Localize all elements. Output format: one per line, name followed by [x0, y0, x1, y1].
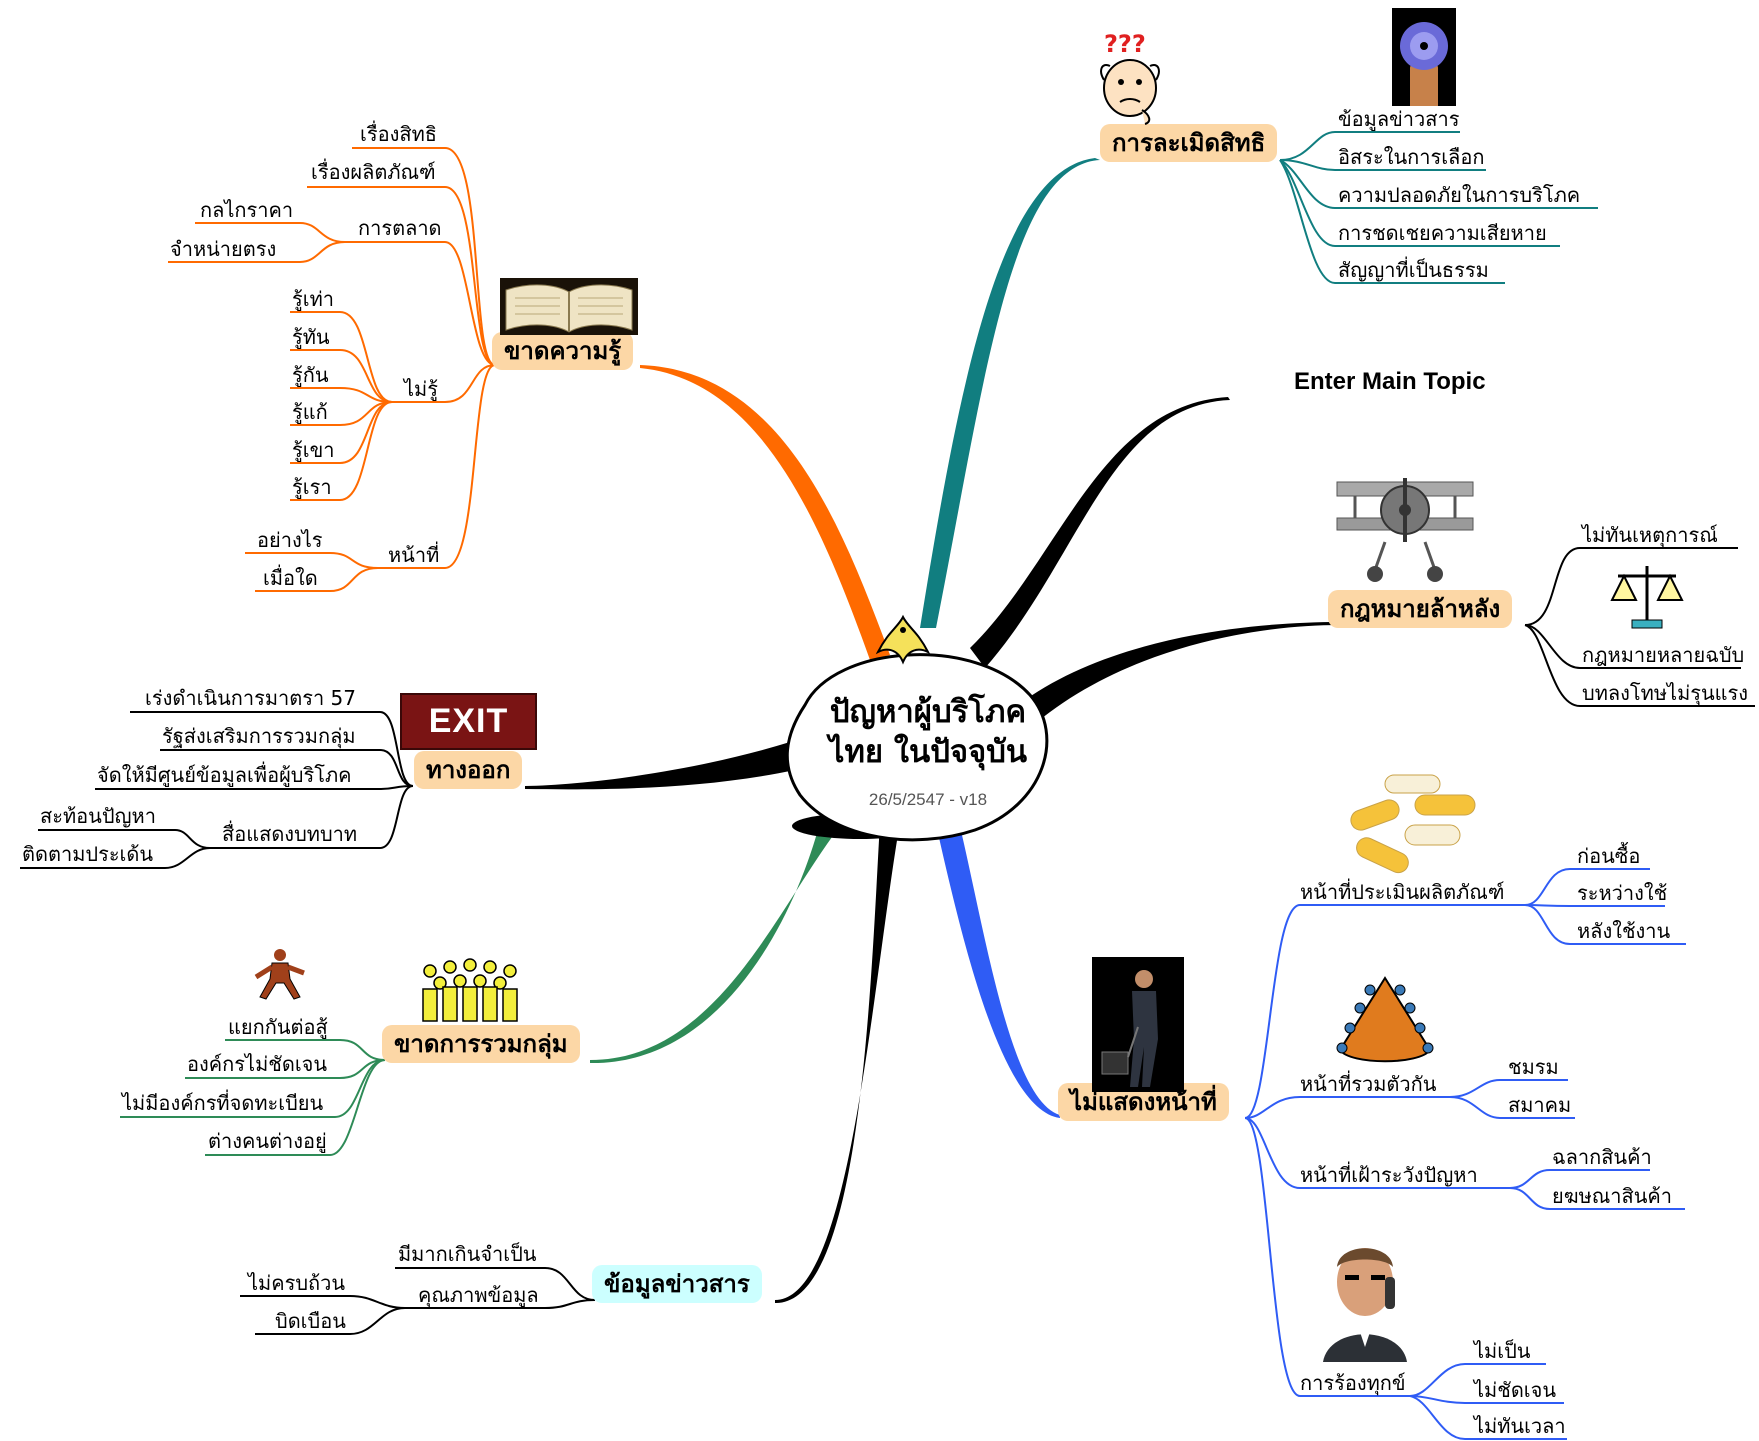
subtopic-gather-club[interactable]: ชมรม — [1508, 1055, 1559, 1079]
subtopic-knowledge-unknown[interactable]: ไม่รู้ — [404, 377, 438, 401]
subtopic-knowledge-rights[interactable]: เรื่องสิทธิ — [360, 122, 437, 146]
subtopic-complain-unclear[interactable]: ไม่ชัดเจน — [1474, 1378, 1557, 1402]
subtopic-violation-info[interactable]: ข้อมูลข่าวสาร — [1338, 107, 1460, 131]
subtopic-violation-contract[interactable]: สัญญาที่เป็นธรรม — [1338, 258, 1489, 282]
biplane-icon — [1336, 478, 1474, 582]
subtopic-watch-label[interactable]: ฉลากสินค้า — [1552, 1145, 1652, 1169]
crowd-icon — [422, 958, 518, 1022]
justice-scale-icon — [1610, 566, 1684, 629]
branch-law — [1025, 622, 1340, 728]
subtopic-group-unclear[interactable]: องค์กรไม่ชัดเจน — [187, 1052, 328, 1076]
subtopic-knowledge-products[interactable]: เรื่องผลิตภัณฑ์ — [311, 160, 436, 184]
businessman-walking-icon — [1092, 957, 1184, 1092]
branch-knowledge — [640, 365, 890, 660]
subtopic-law-outdated[interactable]: ไม่ทันเหตุการณ์ — [1582, 523, 1718, 547]
subtopic-assess-before[interactable]: ก่อนซื้อ — [1577, 844, 1641, 868]
subtopic-complain-late[interactable]: ไม่ทันเวลา — [1474, 1414, 1566, 1438]
exit-sign-icon: EXIT — [400, 693, 537, 750]
subtopic-info-quality[interactable]: คุณภาพข้อมูล — [418, 1283, 539, 1307]
center-subtitle: 26/5/2547 - v18 — [868, 790, 988, 809]
subtopic-unknown-2[interactable]: รู้ทัน — [292, 325, 330, 349]
bird-icon — [875, 614, 931, 665]
subtopic-gather-association[interactable]: สมาคม — [1508, 1093, 1572, 1117]
subtopic-group-apart[interactable]: ต่างคนต่างอยู่ — [208, 1129, 327, 1153]
topic-exit[interactable]: ทางออก — [414, 751, 523, 789]
subtopic-duty-watch[interactable]: หน้าที่เฝ้าระวังปัญหา — [1300, 1163, 1478, 1187]
topic-enter-main[interactable]: Enter Main Topic — [1294, 368, 1486, 395]
subtopic-watch-advert[interactable]: ยฆษณาสินค้า — [1552, 1184, 1673, 1208]
subtopic-complain-unable[interactable]: ไม่เป็น — [1474, 1339, 1531, 1363]
fighter-icon — [254, 949, 305, 1000]
subtopic-exit-state[interactable]: รัฐส่งเสริมการรวมกลุ่ม — [162, 724, 356, 748]
conference-table-icon — [1336, 976, 1434, 1063]
subtopic-info-excess[interactable]: มีมากเกินจำเป็น — [398, 1242, 537, 1266]
exit-sign-text: EXIT — [428, 702, 509, 740]
branch-group — [590, 820, 845, 1064]
pills-icon — [1350, 774, 1476, 874]
subtopic-knowledge-marketing[interactable]: การตลาด — [358, 216, 442, 240]
subtopic-violation-choice[interactable]: อิสระในการเลือก — [1338, 145, 1485, 169]
center-bubble — [785, 653, 1049, 842]
subtopic-knowledge-duty[interactable]: หน้าที่ — [388, 543, 440, 567]
branch-violation — [920, 158, 1100, 628]
topic-info[interactable]: ข้อมูลข่าวสาร — [592, 1265, 762, 1303]
subtopic-media-follow[interactable]: ติดตามประเด้น — [22, 842, 154, 866]
subtopic-duty-how[interactable]: อย่างไร — [257, 528, 323, 552]
subtopic-duty-assess[interactable]: หน้าที่ประเมินผลิตภัณฑ์ — [1300, 880, 1505, 904]
center-title[interactable]: ปัญหาผู้บริโภค ไทย ในปัจจุบัน — [798, 692, 1058, 772]
subtopic-exit-section57[interactable]: เร่งดำเนินการมาตรา 57 — [145, 686, 357, 710]
subtopic-assess-after[interactable]: หลังใช้งาน — [1577, 919, 1671, 943]
topic-law[interactable]: กฎหมายล้าหลัง — [1328, 590, 1513, 628]
subtopic-assess-during[interactable]: ระหว่างใช้ — [1577, 881, 1668, 905]
phone-man-icon — [1315, 1237, 1415, 1362]
subtopic-marketing-direct[interactable]: จำหน่ายตรง — [170, 237, 277, 261]
cd-hand-icon — [1392, 8, 1456, 106]
center-title-line2: ไทย ในปัจจุบัน — [828, 734, 1028, 770]
subtopic-marketing-price[interactable]: กลไกราคา — [200, 198, 294, 222]
subtopic-unknown-5[interactable]: รู้เขา — [292, 438, 335, 462]
subtopic-quality-incomplete[interactable]: ไม่ครบถ้วน — [248, 1271, 346, 1295]
subtopic-media-reflect[interactable]: สะท้อนปัญหา — [40, 804, 156, 828]
branch-info — [775, 822, 900, 1304]
topic-knowledge[interactable]: ขาดความรู้ — [492, 332, 634, 370]
subtopic-unknown-1[interactable]: รู้เท่า — [292, 287, 334, 311]
subtopic-unknown-3[interactable]: รู้กัน — [292, 363, 329, 387]
subtopic-law-penalty[interactable]: บทลงโทษไม่รุนแรง — [1582, 681, 1749, 705]
subtopic-duty-gather[interactable]: หน้าที่รวมตัวกัน — [1300, 1072, 1437, 1096]
subtopic-group-unregistered[interactable]: ไม่มีองค์กรที่จดทะเบียน — [122, 1091, 324, 1115]
subtopic-violation-compensation[interactable]: การชดเชยความเสียหาย — [1338, 221, 1547, 245]
open-book-icon — [500, 278, 638, 335]
confused-head-icon: ??? — [1100, 30, 1160, 125]
subtopic-exit-media[interactable]: สื่อแสดงบทบาท — [222, 822, 358, 846]
topic-violation[interactable]: การละเมิดสิทธิ — [1100, 124, 1278, 162]
topic-group[interactable]: ขาดการรวมกลุ่ม — [382, 1025, 580, 1063]
subtopic-quality-distorted[interactable]: บิดเบือน — [275, 1309, 346, 1333]
subtopic-violation-safety[interactable]: ความปลอดภัยในการบริโภค — [1338, 183, 1581, 207]
subtopic-unknown-6[interactable]: รู้เรา — [292, 475, 332, 499]
branch-duty — [935, 818, 1060, 1118]
center-title-line1: ปัญหาผู้บริโภค — [829, 694, 1027, 730]
subtopic-duty-complain[interactable]: การร้องทุกข์ — [1300, 1371, 1406, 1395]
branch-enter — [970, 397, 1230, 668]
branch-exit — [525, 742, 795, 790]
subtopic-unknown-4[interactable]: รู้แก้ — [292, 400, 328, 424]
subtopic-group-separate[interactable]: แยกกันต่อสู้ — [228, 1015, 328, 1039]
subtopic-exit-center[interactable]: จัดให้มีศูนย์ข้อมูลเพื่อผู้บริโภค — [97, 763, 352, 787]
svg-text:???: ??? — [1104, 30, 1146, 58]
subtopic-duty-when[interactable]: เมื่อใด — [263, 566, 318, 590]
subtopic-law-many[interactable]: กฎหมายหลายฉบับ — [1582, 643, 1745, 667]
